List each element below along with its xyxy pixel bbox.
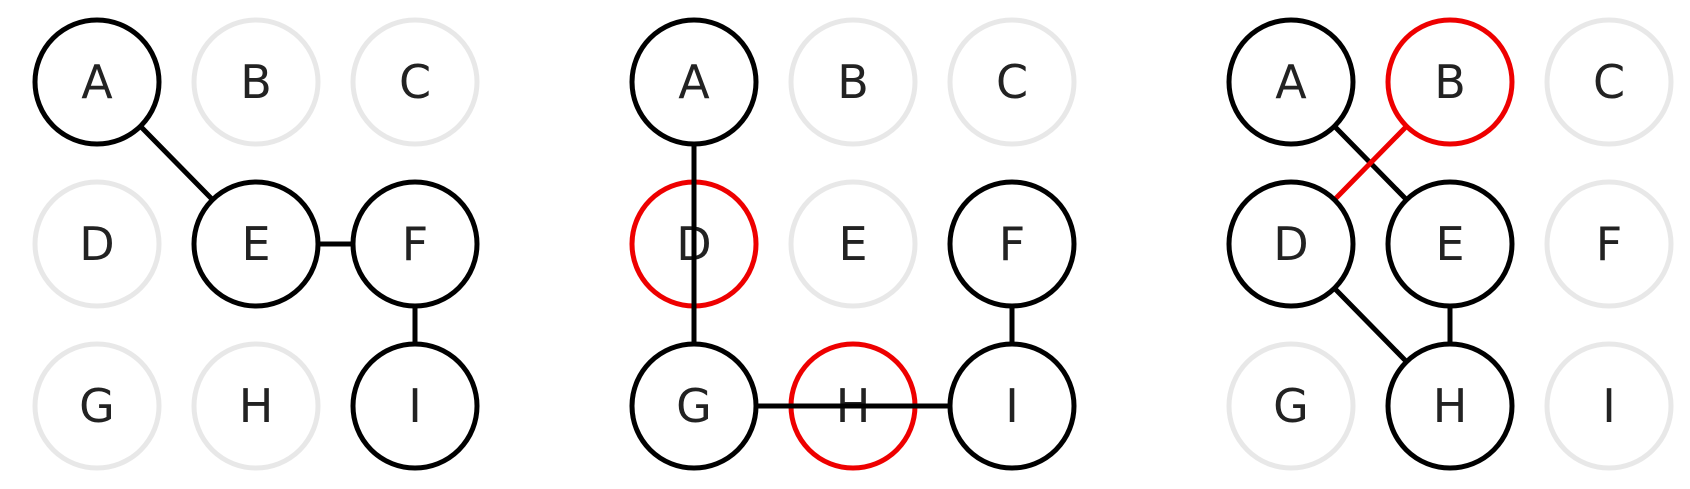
panel-1: A B C D E F G H I [32,17,480,471]
node-d-circle [1226,179,1356,309]
node-a-label: A [81,55,113,109]
node-e-circle [191,179,321,309]
labels: A B C D E F G H I [79,55,431,433]
nodes [629,17,1077,471]
node-f-circle [350,179,480,309]
node-c-circle [1544,17,1674,147]
node-b-circle [1385,17,1515,147]
node-g-label: G [79,379,115,433]
nodes [1226,17,1674,471]
node-e-circle [788,179,918,309]
node-f-label: F [999,217,1025,271]
node-g-circle [1226,341,1356,471]
node-e-circle [1385,179,1515,309]
node-a-label: A [1275,55,1307,109]
node-d-circle [32,179,162,309]
node-g-label: G [676,379,712,433]
node-i-circle [350,341,480,471]
node-b-label: B [837,55,869,109]
node-b-label: B [240,55,272,109]
node-a-label: A [678,55,710,109]
node-f-circle [947,179,1077,309]
node-d-label: D [79,217,114,271]
node-a-circle [1226,17,1356,147]
node-f-circle [1544,179,1674,309]
edges [138,124,418,344]
edge-d-h [1332,286,1409,364]
node-b-circle [788,17,918,147]
node-g-label: G [1273,379,1309,433]
node-i-circle [1544,341,1674,471]
node-g-circle [32,341,162,471]
edge-b-d [1332,124,1409,202]
node-c-circle [350,17,480,147]
node-c-label: C [996,55,1028,109]
node-e-label: E [241,217,270,271]
node-h-circle [191,341,321,471]
node-e-label: E [1435,217,1464,271]
edges [1332,124,1453,364]
node-e-label: E [838,217,867,271]
node-b-label: B [1434,55,1466,109]
node-i-label: I [1602,379,1616,433]
edge-a-e [138,124,215,202]
node-d-label: D [1273,217,1308,271]
node-h-circle [1385,341,1515,471]
node-h-label: H [239,379,274,433]
node-c-circle [947,17,1077,147]
node-i-label: I [1005,379,1019,433]
node-h-label: H [1433,379,1468,433]
node-b-circle [191,17,321,147]
node-i-label: I [408,379,422,433]
node-c-label: C [1593,55,1625,109]
node-a-circle [32,17,162,147]
nodes [32,17,480,471]
labels: A B C D E F G H I [1273,55,1625,433]
node-f-label: F [1596,217,1622,271]
node-c-label: C [399,55,431,109]
node-f-label: F [402,217,428,271]
panel-3: A B C D E F G H I [1226,17,1674,471]
